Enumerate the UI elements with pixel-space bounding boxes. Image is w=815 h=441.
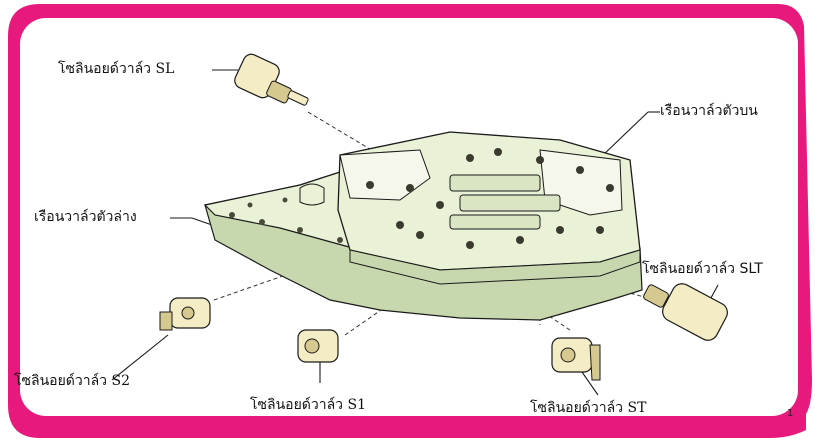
solenoid-s2 xyxy=(159,297,211,331)
label-solenoid-st: โซลินอยด์วาล์ว ST xyxy=(530,400,647,416)
solenoid-st xyxy=(551,337,601,381)
label-lower-valve-body: เรือนวาล์วตัวล่าง xyxy=(34,209,137,225)
solenoid-s1 xyxy=(297,329,339,363)
label-solenoid-slt: โซลินอยด์วาล์ว SLT xyxy=(642,261,763,277)
label-solenoid-sl: โซลินอยด์วาล์ว SL xyxy=(58,61,175,77)
label-solenoid-s1: โซลินอยด์วาล์ว S1 xyxy=(250,397,366,413)
label-solenoid-s2: โซลินอยด์วาล์ว S2 xyxy=(14,373,130,389)
label-upper-valve-body: เรือนวาล์วตัวบน xyxy=(660,103,758,119)
page-number: 1 xyxy=(787,408,794,419)
upper-valve-body xyxy=(337,131,641,285)
solenoid-sl xyxy=(234,53,309,106)
solenoid-slt xyxy=(643,283,728,341)
